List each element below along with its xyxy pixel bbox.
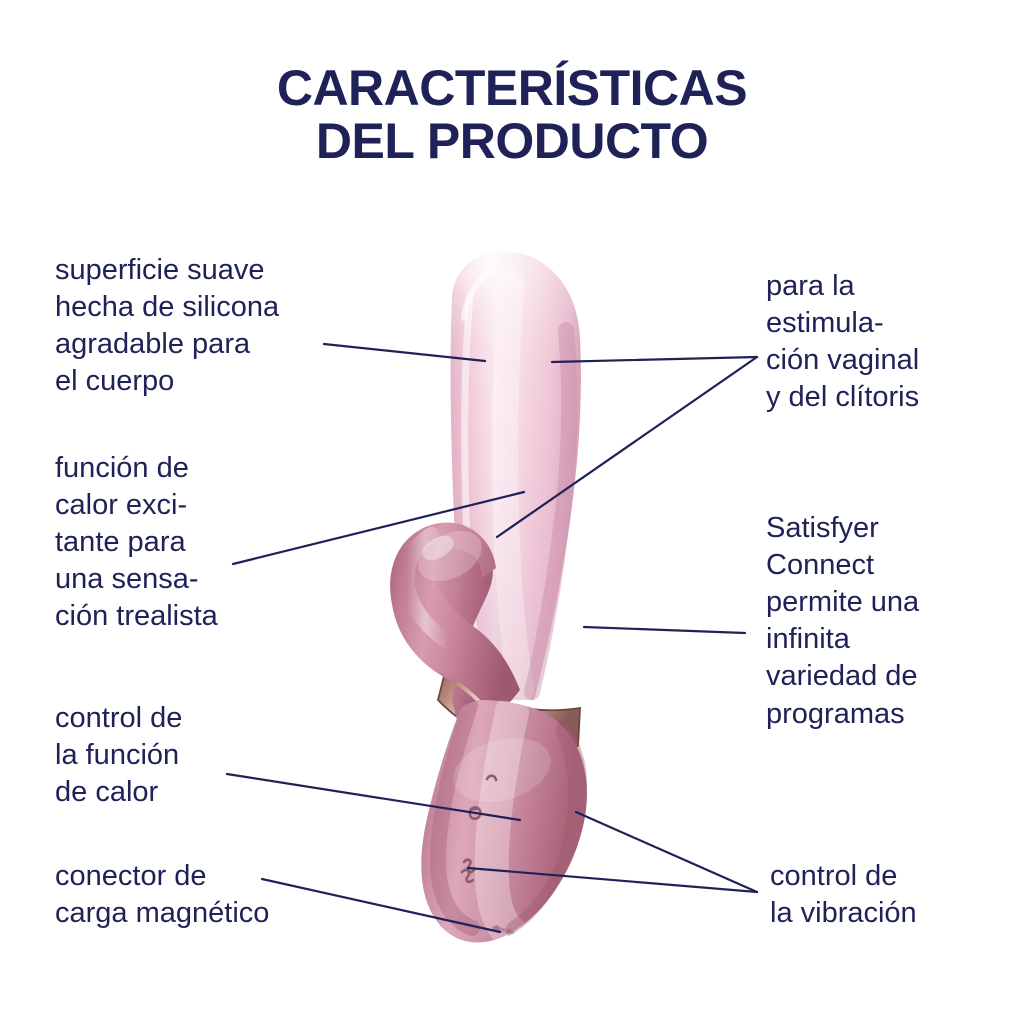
page-title: CARACTERÍSTICAS DEL PRODUCTO <box>0 62 1024 168</box>
product-handle <box>421 700 588 944</box>
page-title-line-1: CARACTERÍSTICAS <box>276 60 748 116</box>
callout-magnetic-connector: conector de carga magnético <box>55 860 270 930</box>
callout-vibration-control: control de la vibración <box>770 860 917 930</box>
callout-stimulation: para la estimula- ción vaginal y del clí… <box>766 270 920 414</box>
callout-satisfyer-connect: Satisfyer Connect permite una infinita v… <box>766 512 920 730</box>
callout-heat-control: control de la función de calor <box>55 702 183 809</box>
page-title-line-2: DEL PRODUCTO <box>315 113 709 169</box>
callout-smooth-surface: superficie suave hecha de silicona agrad… <box>55 254 280 398</box>
callout-heat-function: función de calor exci- tante para una se… <box>55 452 218 633</box>
